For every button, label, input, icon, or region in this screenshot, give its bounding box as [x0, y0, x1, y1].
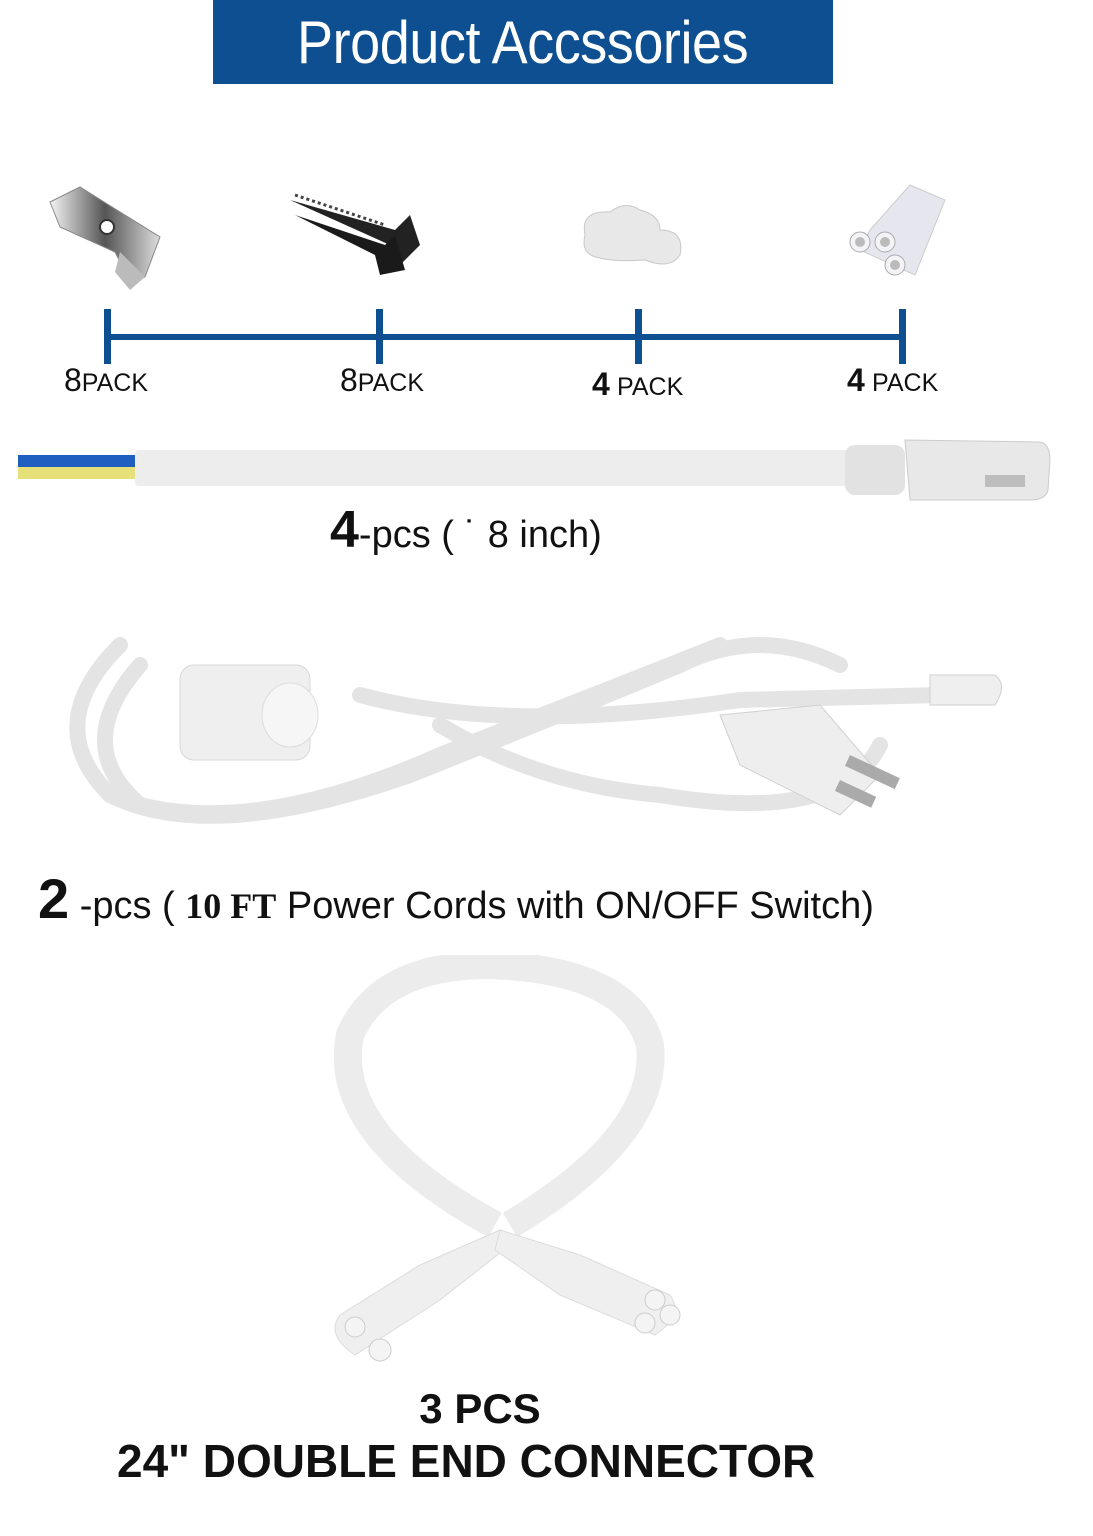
end-cap-image	[583, 205, 682, 265]
screw-image	[290, 193, 420, 275]
double-end-qty: 3 PCS	[419, 1385, 541, 1432]
pack-label-endcap: 4 PACK	[592, 366, 684, 402]
timeline-tick	[104, 309, 111, 364]
pack-label-clip: 8PACK	[64, 362, 149, 398]
power-cord-caption: 2 -pcs ( 10 FT Power Cords with ON/OFF S…	[38, 867, 874, 930]
double-end-caption: 24" DOUBLE END CONNECTOR	[117, 1435, 816, 1487]
power-cord-image	[69, 637, 1002, 824]
quantity-timeline	[106, 334, 904, 340]
double-end-connector-image	[333, 955, 681, 1362]
timeline-tick	[899, 309, 906, 364]
timeline-tick	[376, 309, 383, 364]
short-cable-image	[18, 439, 1051, 501]
timeline-tick	[635, 309, 642, 364]
triple-plug-image	[849, 184, 946, 276]
pack-label-screw: 8PACK	[340, 362, 425, 398]
mounting-clip-image	[49, 186, 161, 290]
short-cable-caption: 4-pcs ( ˙ 8 inch)	[330, 501, 602, 559]
title-banner: Product Accssories	[213, 0, 833, 84]
pack-label-plug: 4 PACK	[847, 362, 939, 398]
page-title: Product Accssories	[297, 8, 749, 76]
